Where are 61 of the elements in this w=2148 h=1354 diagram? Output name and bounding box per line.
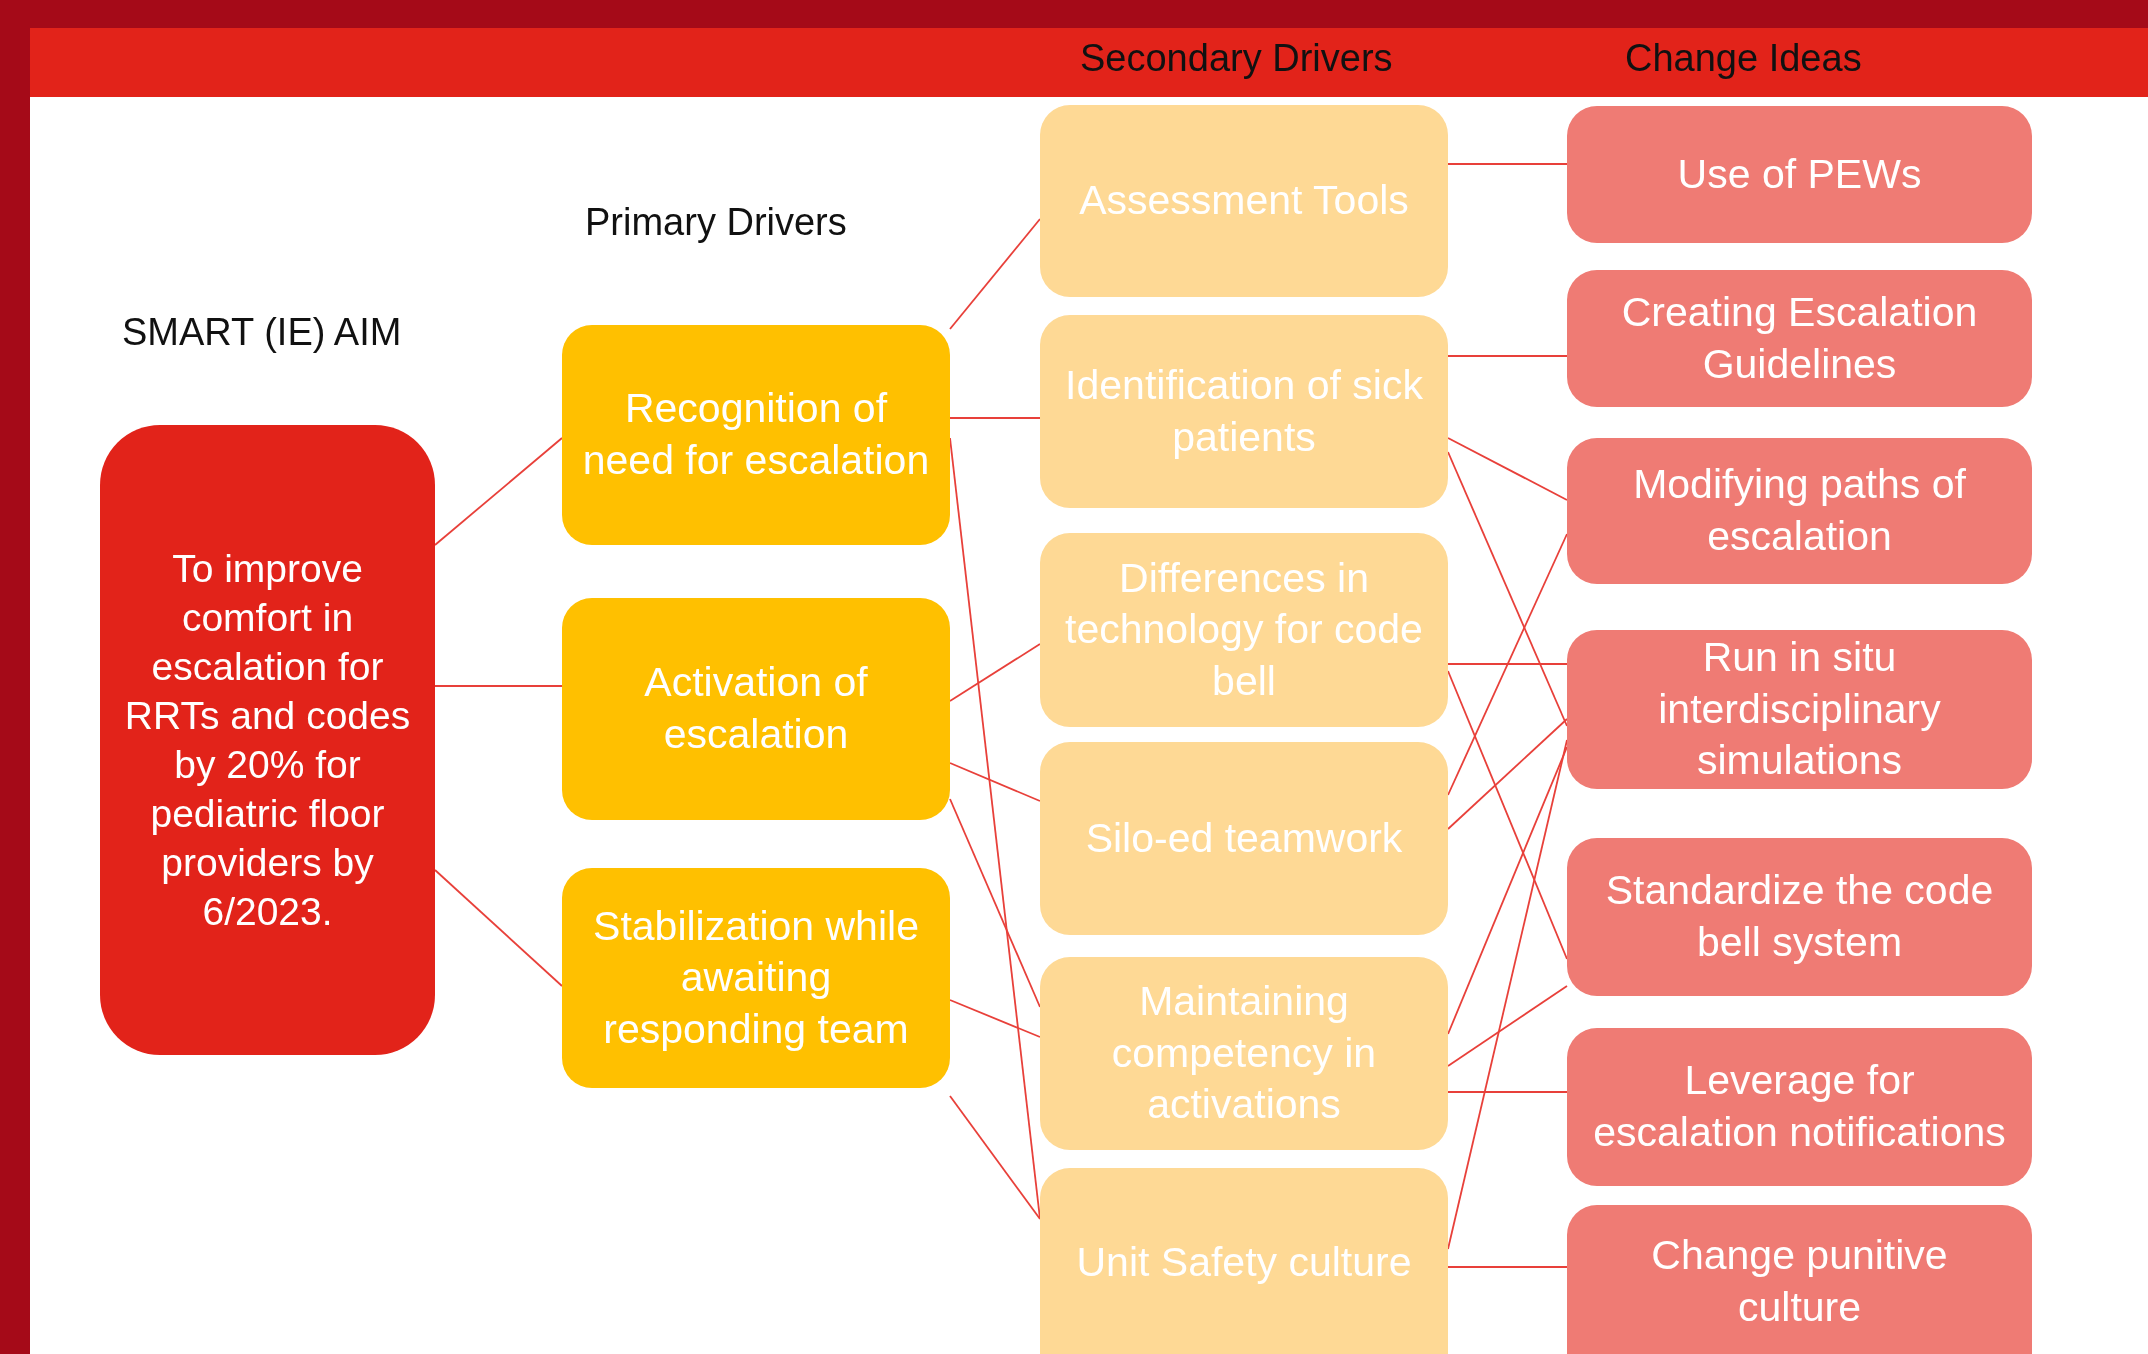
driver-box [1040,1168,1448,1354]
driver-box [562,598,950,820]
driver-box [1040,315,1448,508]
driver-box [562,325,950,545]
driver-box [1040,533,1448,727]
change-idea-box [1567,1205,2032,1354]
node-text: Change punitive culture [1650,1230,1949,1332]
connector-line [1447,437,1568,501]
change-idea-box [1567,630,2032,789]
driver-box [1040,105,1448,297]
connector-line [1447,1091,1568,1093]
connector-line [949,1095,1041,1220]
connector-line [434,869,563,987]
connector-line [949,218,1041,330]
connector-line [434,437,563,546]
connector-line [949,417,1041,419]
connector-line [1447,718,1568,830]
connector-line [949,999,1041,1038]
node-text: Activation of escalation [643,658,869,759]
connector-line [1447,985,1568,1067]
connector-line [1447,533,1568,796]
connector-line [1447,163,1568,165]
node-text: Standardize the code bell system [1604,866,1995,967]
node-text: Identification of sick patients [1064,360,1424,462]
driver-box [1040,957,1448,1150]
connector-line [1447,746,1568,1035]
driver-box [562,868,950,1088]
driver-box [1040,742,1448,935]
connector-line [434,685,563,687]
change-idea-box [1567,438,2032,584]
connector-line [949,643,1041,702]
column-heading: Secondary Drivers [1080,38,1393,80]
node-text: Maintaining competency in activations [1110,977,1378,1130]
node-text: Leverage for escalation notifications [1592,1056,2007,1157]
column-heading: Change Ideas [1625,38,1862,80]
node-text: Use of PEWs [1677,149,1922,199]
change-idea-box [1567,106,2032,243]
node-text: Run in situ interdisciplinary simulations [1657,633,1942,786]
connector-line [1447,355,1568,357]
connector-line [1447,670,1568,960]
node-text: Stabilization while awaiting responding team [592,901,920,1054]
change-idea-box [1567,270,2032,407]
column-heading: SMART (IE) AIM [122,312,402,354]
node-text: Creating Escalation Guidelines [1620,287,1979,389]
column-heading: Primary Drivers [585,202,847,244]
node-text: Assessment Tools [1079,176,1409,226]
node-text: Silo-ed teamwork [1085,813,1403,863]
connector-line [949,762,1041,802]
node-text: Differences in technology for code bell [1064,553,1424,706]
change-idea-box [1567,1028,2032,1186]
connector-line [1447,663,1568,665]
connector-line [1447,1266,1568,1268]
aim-box [100,425,435,1055]
node-text: Modifying paths of escalation [1632,460,1967,561]
connector-line [949,798,1041,1008]
connector-line [1447,451,1568,727]
node-text: To improve comfort in escalation for RRTs and codes by 20% for pediatric floor providers by 6/2023. [123,545,412,936]
node-text: Recognition of need for escalation [582,384,930,485]
node-text: Unit Safety culture [1076,1238,1412,1288]
change-idea-box [1567,838,2032,996]
connector-line [1447,739,1568,1250]
